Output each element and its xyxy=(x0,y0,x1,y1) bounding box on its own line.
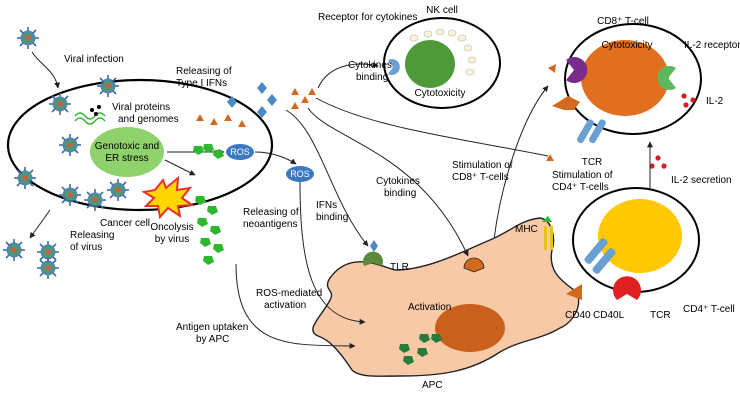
stim-cd4-label-1: Stimulation of xyxy=(552,170,613,181)
il2-receptor-label: IL-2 receptor xyxy=(684,40,740,51)
releasing-ifn-label-1: Releasing of xyxy=(176,66,232,77)
virus-icon-membrane-4 xyxy=(58,183,82,207)
cytokines-binding-label-1b: binding xyxy=(356,72,388,83)
ros-badge-cell xyxy=(226,144,254,160)
il2-receptor-icon xyxy=(657,65,676,90)
tcr-cd8-label: TCR xyxy=(582,157,603,168)
cd8-cytotoxicity-label: Cytotoxicity xyxy=(601,40,652,51)
nk-granules xyxy=(409,28,477,76)
tcr-cd4-label: TCR xyxy=(650,310,671,321)
cd40l-icon xyxy=(584,238,616,274)
ifn-diamond-icon xyxy=(257,82,267,94)
stim-cd8-label-1: Stimulation of xyxy=(452,160,513,171)
cd40-label: CD40 xyxy=(565,310,591,321)
cytokines-binding-label-2a: Cytokines xyxy=(376,176,420,187)
antigen-uptake-label-2: by APC xyxy=(196,334,229,345)
virus-icon-released-3 xyxy=(36,256,60,280)
releasing-virus-label-1: Releasing xyxy=(70,230,114,241)
cytokines-binding-label-2b: binding xyxy=(384,188,416,199)
cancer-cell-label: Cancer cell xyxy=(100,218,150,229)
mhc-label: MHC xyxy=(515,224,538,235)
cd40l-label: CD40L xyxy=(593,310,625,321)
genome-squiggle-icon xyxy=(74,112,106,120)
nk-cytotoxicity-label: Cytotoxicity xyxy=(414,88,465,99)
stim-cd8-label-2: CD8⁺ T-cells xyxy=(452,172,509,183)
protein-dot xyxy=(90,108,94,112)
apc-cytokine-receptor-icon xyxy=(463,257,485,273)
ifns-binding-label-1: IFNs xyxy=(316,200,337,211)
receptor-cytokines-label: Receptor for cytokines xyxy=(318,12,418,23)
nk-cell-nucleus xyxy=(405,40,455,88)
oncolysis-burst-icon xyxy=(141,175,195,220)
ifns-binding-label-2: binding xyxy=(316,212,348,223)
tlr-label: TLR xyxy=(390,262,409,273)
releasing-ifn-label-2: Type I IFNs xyxy=(176,78,227,89)
stim-cd4-label-2: CD4⁺ T-cells xyxy=(552,182,609,193)
virus-icon-membrane-1 xyxy=(48,92,72,116)
virus-icon-inside xyxy=(58,133,82,157)
ros-label-outside: ROS xyxy=(290,169,310,179)
ros-label-cell: ROS xyxy=(230,147,250,157)
nk-receptor-icon xyxy=(388,58,400,75)
cd8-receptor-orange-icon xyxy=(552,96,580,110)
releasing-virus-label-2: of virus xyxy=(70,242,102,253)
infection-arrow xyxy=(31,51,61,89)
virus-icon-membrane-5 xyxy=(83,188,107,212)
virus-icon-top xyxy=(16,26,40,50)
tcr-cd4-receptor-icon xyxy=(613,276,642,300)
viral-infection-label: Viral infection xyxy=(64,54,124,65)
viral-proteins-label-1: Viral proteins xyxy=(112,102,170,113)
cytokines-binding-label-1a: Cytokines xyxy=(348,60,392,71)
apc-nucleus xyxy=(435,304,505,352)
ros-mediated-label-2: activation xyxy=(264,300,306,311)
genotoxic-label-2: ER stress xyxy=(105,153,148,164)
apc-label: APC xyxy=(422,380,443,391)
mhc-icon xyxy=(542,216,553,250)
antigen-uptake-label-1: Antigen uptaken xyxy=(176,322,248,333)
cd8-cell-label: CD8⁺ T-cell xyxy=(597,16,649,27)
cd40-icon xyxy=(566,284,582,300)
tlr-icon xyxy=(363,251,383,266)
apc-body xyxy=(312,217,580,377)
il2-secretion-label: IL-2 secretion xyxy=(671,175,732,186)
ros-badge-outside xyxy=(286,166,314,182)
cytokine-triangle-icon xyxy=(291,88,299,95)
cd8-receptor-purple-icon xyxy=(566,57,588,83)
virus-icon-membrane-6 xyxy=(106,178,130,202)
cancer-cell-nucleus xyxy=(90,127,164,177)
genotoxic-label-1: Genotoxic and xyxy=(95,141,160,152)
releasing-neo-label-2: neoantigens xyxy=(243,219,298,230)
nk-cell-label: NK cell xyxy=(426,5,458,16)
ros-mediated-label-1: ROS-mediated xyxy=(256,288,322,299)
il2-dots xyxy=(681,93,696,108)
viral-proteins-label-2: and genomes xyxy=(118,114,179,125)
virus-icon-membrane-3 xyxy=(13,166,37,190)
releasing-neo-label-1: Releasing of xyxy=(243,207,299,218)
virus-icon-released-1 xyxy=(2,238,26,262)
virus-icon-membrane-2 xyxy=(96,74,120,98)
il2-secretion-dots xyxy=(649,155,667,169)
il2-label: IL-2 xyxy=(706,96,724,107)
cd8-cell-nucleus xyxy=(581,40,669,116)
cd4-cell-label: CD4⁺ T-cell xyxy=(683,304,735,315)
oncolysis-label-2: by virus xyxy=(155,234,189,245)
cd4-cell-nucleus xyxy=(598,199,682,273)
activation-label: Activation xyxy=(408,302,451,313)
tcr-cd8-icon xyxy=(577,119,606,144)
oncolysis-label-1: Oncolysis xyxy=(150,222,193,233)
